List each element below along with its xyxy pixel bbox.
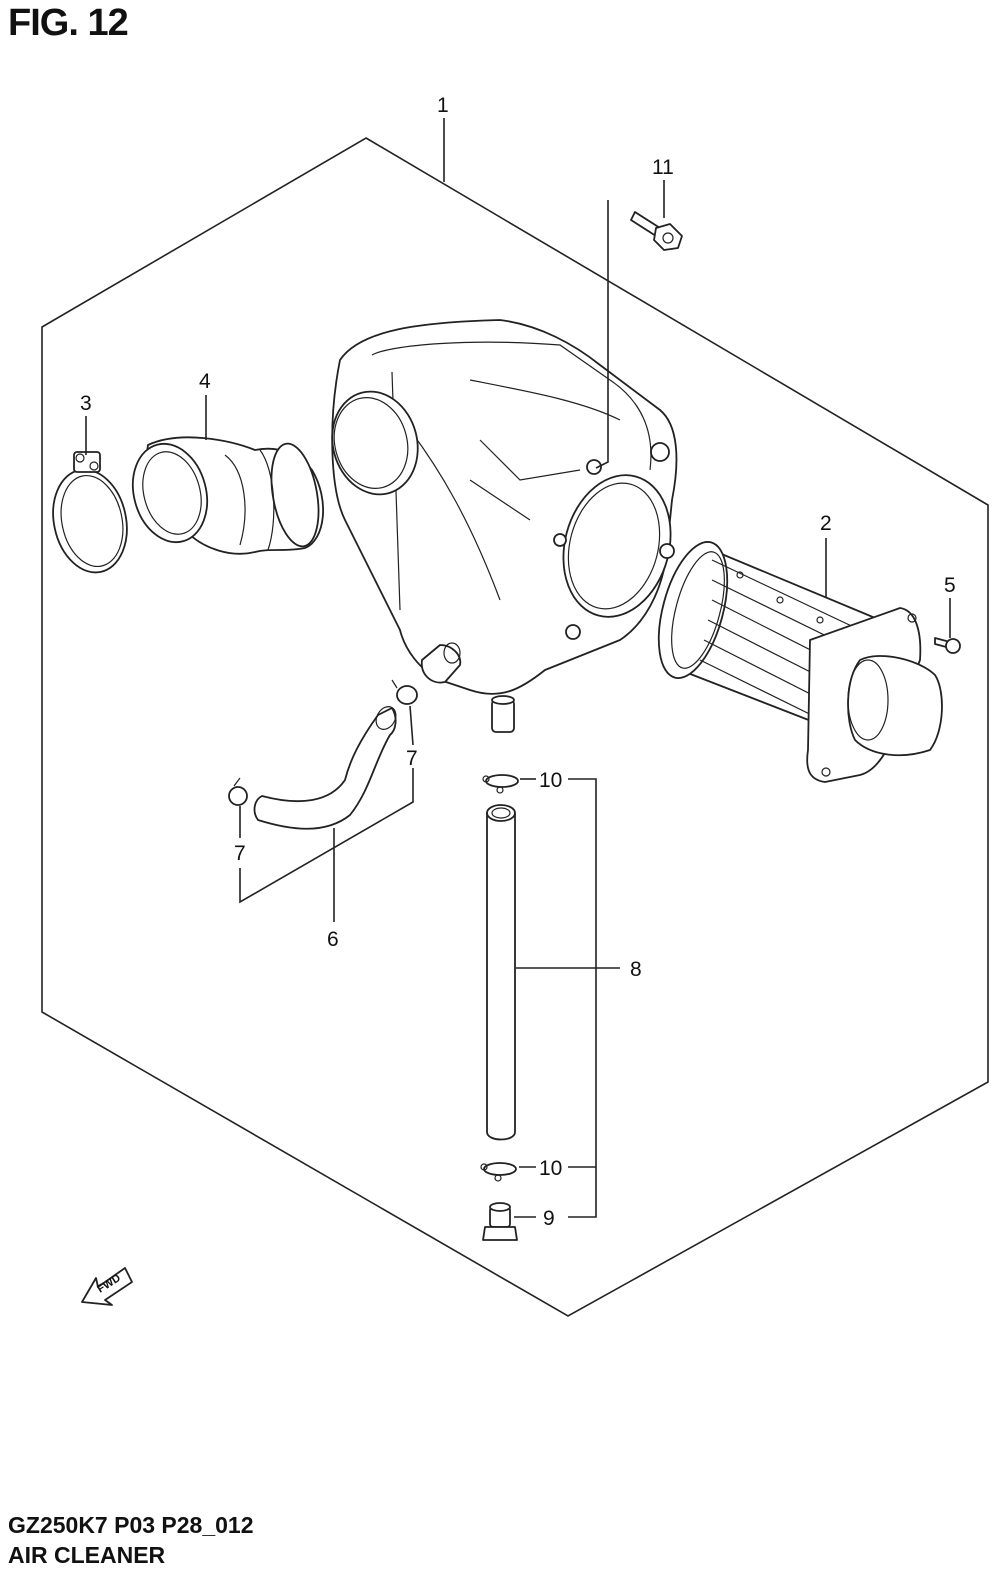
callout-labels: 1 2 3 4 5 6 7 7 8 9 10 10 11 [80, 94, 956, 1230]
part-5-screw[interactable] [934, 637, 961, 654]
part-7-clip-lower[interactable] [228, 777, 248, 806]
part-10-clip-upper[interactable] [482, 774, 519, 794]
part-10-clip-lower[interactable] [480, 1162, 517, 1182]
callout-10-upper: 10 [539, 769, 562, 792]
part-9-drain-plug[interactable] [482, 1202, 518, 1241]
part-6-hose[interactable] [253, 703, 400, 830]
model-code: GZ250K7 P03 P28_012 [8, 1512, 254, 1538]
part-7-clip-upper[interactable] [391, 679, 418, 705]
callout-10-lower: 10 [539, 1157, 562, 1180]
callout-7-lower: 7 [234, 842, 246, 865]
figure-name: AIR CLEANER [8, 1542, 166, 1568]
callout-2: 2 [820, 512, 832, 535]
callout-3: 3 [80, 392, 92, 415]
callout-11: 11 [652, 156, 674, 179]
callout-9: 9 [543, 1207, 555, 1230]
leader-lines [85, 118, 951, 1218]
part-1-air-cleaner-case[interactable] [321, 319, 686, 733]
callout-6: 6 [327, 928, 339, 951]
assembly-boundary [41, 137, 989, 1317]
callout-8: 8 [630, 958, 642, 981]
part-2-filter-element[interactable] [646, 535, 943, 783]
part-8-drain-tube[interactable] [486, 804, 516, 1141]
callout-7-upper: 7 [406, 747, 418, 770]
part-3-clamp[interactable] [44, 451, 136, 579]
part-11-bolt[interactable] [630, 211, 683, 251]
part-4-intake-boot[interactable] [122, 435, 325, 555]
callout-5: 5 [944, 574, 956, 597]
callout-1: 1 [437, 94, 449, 117]
forward-direction-arrow: FWD [81, 1267, 133, 1306]
figure-title: FIG. 12 [8, 2, 129, 44]
callout-4: 4 [199, 370, 211, 393]
